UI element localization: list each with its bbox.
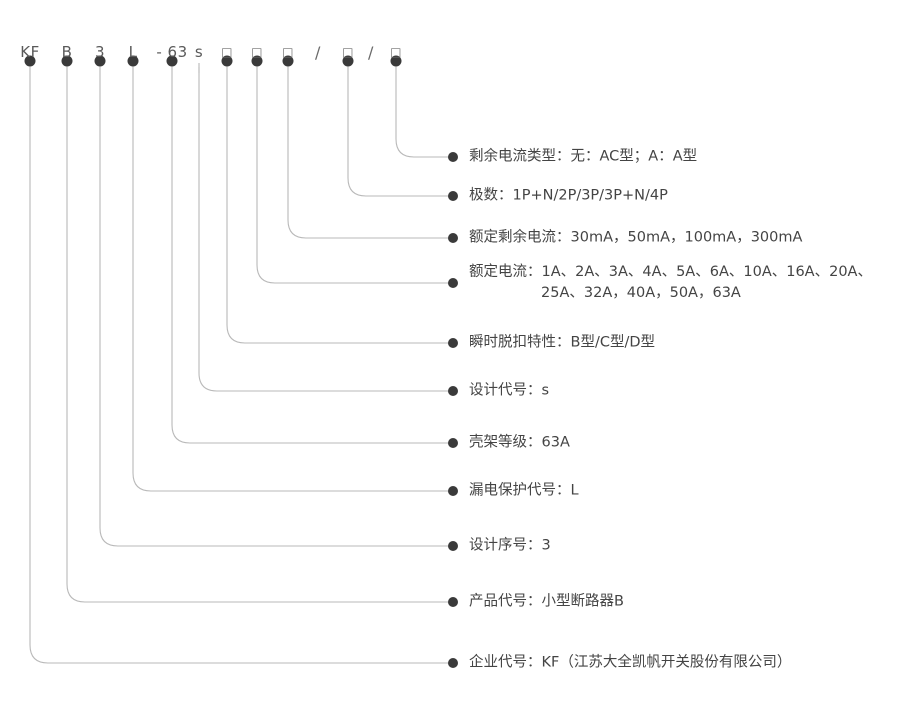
code-dot-6 [221,55,233,67]
callout-design-code: 设计代号：s [469,381,549,402]
callout-dot-rated-residual-current [448,233,458,243]
code-segment-5: s [194,43,204,61]
code-dot-4 [166,55,178,67]
code-segment-11: / [368,43,374,62]
code-segment-3: L [128,43,138,61]
callout-dot-earth-leakage-protection-code [448,486,458,496]
callout-dot-design-code [448,386,458,396]
callout-dot-design-serial-number [448,541,458,551]
callout-rated-residual-current: 额定剩余电流：30mA，50mA，100mA，300mA [469,228,802,249]
leader-line-design-code [198,66,449,392]
callout-product-code-line1: 产品代号：小型断路器B [469,593,624,610]
code-segment-8: □ [282,45,294,59]
leader-line-instantaneous-trip-characteristic [226,66,449,344]
callout-design-serial-number-line1: 设计序号：3 [469,537,551,554]
code-segment-12: □ [390,45,402,59]
code-dot-0 [24,55,36,67]
callout-design-serial-number: 设计序号：3 [469,536,551,557]
code-segment-2: 3 [94,43,106,61]
callout-frame-rating: 壳架等级：63A [469,433,570,454]
callout-dot-enterprise-code [448,658,458,668]
callout-rated-current-line2: 25A、32A，40A，50A，63A [541,285,741,301]
callout-instantaneous-trip-characteristic: 瞬时脱扣特性：B型/C型/D型 [469,333,655,354]
code-segment-6: □ [221,45,233,59]
callout-frame-rating-line1: 壳架等级：63A [469,434,570,451]
code-segment-1: B [61,43,73,61]
callout-dot-frame-rating [448,438,458,448]
code-segment-9: / [315,43,321,62]
callout-dot-residual-current-type [448,152,458,162]
callout-pole-number-line1: 极数：1P+N/2P/3P/3P+N/4P [469,187,668,204]
leader-line-frame-rating [171,66,449,444]
callout-dot-rated-current [448,278,458,288]
callout-pole-number: 极数：1P+N/2P/3P/3P+N/4P [469,186,668,207]
code-dot-7 [251,55,263,67]
callout-residual-current-type: 剩余电流类型：无：AC型；A：A型 [469,147,697,168]
callout-earth-leakage-protection-code-line1: 漏电保护代号：L [469,482,579,499]
callout-rated-residual-current-line1: 额定剩余电流：30mA，50mA，100mA，300mA [469,229,803,246]
leader-line-product-code [66,66,449,603]
callout-dot-product-code [448,597,458,607]
leader-line-rated-current [256,66,449,284]
code-dot-10 [342,55,354,67]
code-segment-10: □ [342,45,354,59]
callout-residual-current-type-line1: 剩余电流类型：无：AC型；A：A型 [469,148,698,165]
callout-design-code-line1: 设计代号：s [469,382,550,399]
leader-line-residual-current-type [395,66,449,158]
callout-dot-pole-number [448,191,458,201]
callout-rated-current: 额定电流：1A、2A、3A、4A、5A、6A、10A、16A、20A、 25A、3… [469,262,872,304]
leader-line-pole-number [347,66,449,197]
code-dot-8 [282,55,294,67]
leader-line-enterprise-code [29,66,449,664]
callout-instantaneous-trip-characteristic-line1: 瞬时脱扣特性：B型/C型/D型 [469,334,656,351]
code-dot-1 [61,55,73,67]
leader-line-earth-leakage-protection-code [132,66,449,492]
code-dot-12 [390,55,402,67]
callout-product-code: 产品代号：小型断路器B [469,592,624,613]
callout-dot-instantaneous-trip-characteristic [448,338,458,348]
code-segment-0: KF [20,43,40,61]
code-segment-7: □ [251,45,263,59]
code-segment-4: - 63 [156,43,188,61]
callout-rated-current-line1: 额定电流：1A、2A、3A、4A、5A、6A、10A、16A、20A、 [469,264,872,280]
callout-earth-leakage-protection-code: 漏电保护代号：L [469,481,579,502]
leader-line-rated-residual-current [287,66,449,239]
leader-line-design-serial-number [99,66,449,547]
code-dot-3 [127,55,139,67]
code-dot-2 [94,55,106,67]
callout-enterprise-code: 企业代号：KF（江苏大全凯帆开关股份有限公司） [469,653,791,674]
callout-enterprise-code-line1: 企业代号：KF（江苏大全凯帆开关股份有限公司） [469,654,792,671]
